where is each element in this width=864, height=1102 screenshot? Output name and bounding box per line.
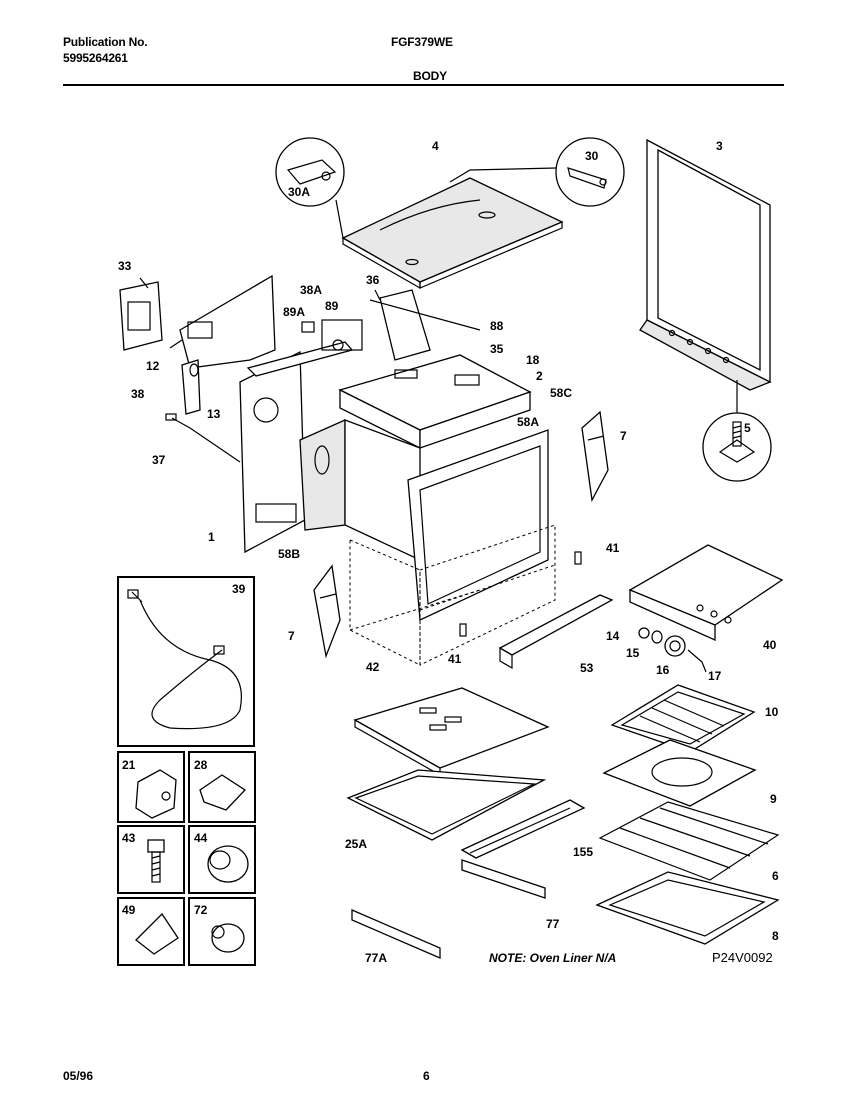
label-part-43: 43 (122, 831, 136, 845)
header-rule (63, 84, 784, 86)
label-part-41-lower: 41 (448, 652, 462, 666)
label-part-58b: 58B (278, 547, 300, 561)
range-body (179, 274, 556, 666)
part-7-hinge-upper (581, 410, 609, 503)
part-77-rail (461, 859, 546, 899)
label-part-5: 5 (744, 421, 751, 435)
label-part-25a: 25A (345, 837, 367, 851)
publication-number: 5995264261 (63, 51, 128, 65)
label-part-49: 49 (122, 903, 136, 917)
label-part-16: 16 (656, 663, 670, 677)
part-10-broiler-grid (610, 684, 756, 753)
part-7-hinge-lower (313, 564, 341, 659)
label-part-21: 21 (122, 758, 136, 772)
label-part-28: 28 (194, 758, 208, 772)
part-6-oven-rack (598, 801, 780, 881)
inset-30a (275, 137, 345, 239)
part-9-broiler-pan (602, 739, 757, 807)
label-part-30: 30 (585, 149, 599, 163)
publication-label: Publication No. (63, 35, 148, 49)
label-part-1: 1 (208, 530, 215, 544)
boxed-part-39-power-cord (117, 576, 255, 747)
label-part-9: 9 (770, 792, 777, 806)
part-37-wire (165, 413, 241, 463)
section-title: BODY (413, 69, 447, 83)
label-part-89: 89 (325, 299, 339, 313)
footer-page-number: 6 (423, 1069, 430, 1083)
label-part-12: 12 (146, 359, 160, 373)
figure-code: P24V0092 (712, 950, 773, 965)
label-part-53: 53 (580, 661, 594, 675)
label-part-38a: 38A (300, 283, 322, 297)
label-part-7-upper: 7 (620, 429, 627, 443)
label-part-37: 37 (152, 453, 166, 467)
label-part-30a: 30A (288, 185, 310, 199)
label-part-44: 44 (194, 831, 208, 845)
label-part-10: 10 (765, 705, 779, 719)
inset-30 (449, 137, 625, 207)
label-part-40: 40 (763, 638, 777, 652)
part-25a-broiler-pan-frame (346, 769, 547, 841)
label-part-8: 8 (772, 929, 779, 943)
label-part-3: 3 (716, 139, 723, 153)
part-3-back-panel (639, 138, 772, 391)
label-part-33: 33 (118, 259, 132, 273)
part-53-rail (498, 594, 614, 670)
label-part-38: 38 (131, 387, 145, 401)
label-part-18: 18 (526, 353, 540, 367)
label-part-2: 2 (536, 369, 543, 383)
label-part-4: 4 (432, 139, 439, 153)
label-part-42: 42 (366, 660, 380, 674)
label-part-77: 77 (546, 917, 560, 931)
part-33-bracket (119, 277, 163, 351)
part-41-clips (459, 551, 582, 637)
label-part-15: 15 (626, 646, 640, 660)
label-part-58c: 58C (550, 386, 572, 400)
boxed-part-43 (117, 825, 185, 894)
label-part-77a: 77A (365, 951, 387, 965)
part-8-door-panel (595, 871, 780, 945)
label-part-41-upper: 41 (606, 541, 620, 555)
label-part-155: 155 (573, 845, 593, 859)
label-part-88: 88 (490, 319, 504, 333)
label-part-14: 14 (606, 629, 620, 643)
knob-assembly (638, 627, 707, 673)
boxed-part-21 (117, 751, 185, 823)
footer-date: 05/96 (63, 1069, 94, 1083)
label-part-89a: 89A (283, 305, 305, 319)
label-part-39: 39 (232, 582, 246, 596)
part-38-bracket (169, 339, 201, 415)
part-5-leveling-leg (702, 380, 772, 482)
label-part-13: 13 (207, 407, 221, 421)
boxed-part-49 (117, 897, 185, 966)
label-part-6: 6 (772, 869, 779, 883)
part-4-top-panel (341, 177, 564, 290)
part-40-control-panel (628, 544, 784, 642)
boxed-part-28 (188, 751, 256, 823)
part-155-slide (460, 799, 586, 859)
model-number: FGF379WE (391, 35, 453, 49)
label-part-36: 36 (366, 273, 380, 287)
part-42-oven-bottom (353, 687, 550, 777)
label-part-7-lower: 7 (288, 629, 295, 643)
label-part-35: 35 (490, 342, 504, 356)
label-part-72: 72 (194, 903, 208, 917)
label-part-17: 17 (708, 669, 722, 683)
boxed-part-44 (188, 825, 256, 894)
part-77a-bar (351, 909, 441, 959)
oven-liner-note: NOTE: Oven Liner N/A (489, 951, 616, 965)
label-part-58a: 58A (517, 415, 539, 429)
boxed-part-72 (188, 897, 256, 966)
